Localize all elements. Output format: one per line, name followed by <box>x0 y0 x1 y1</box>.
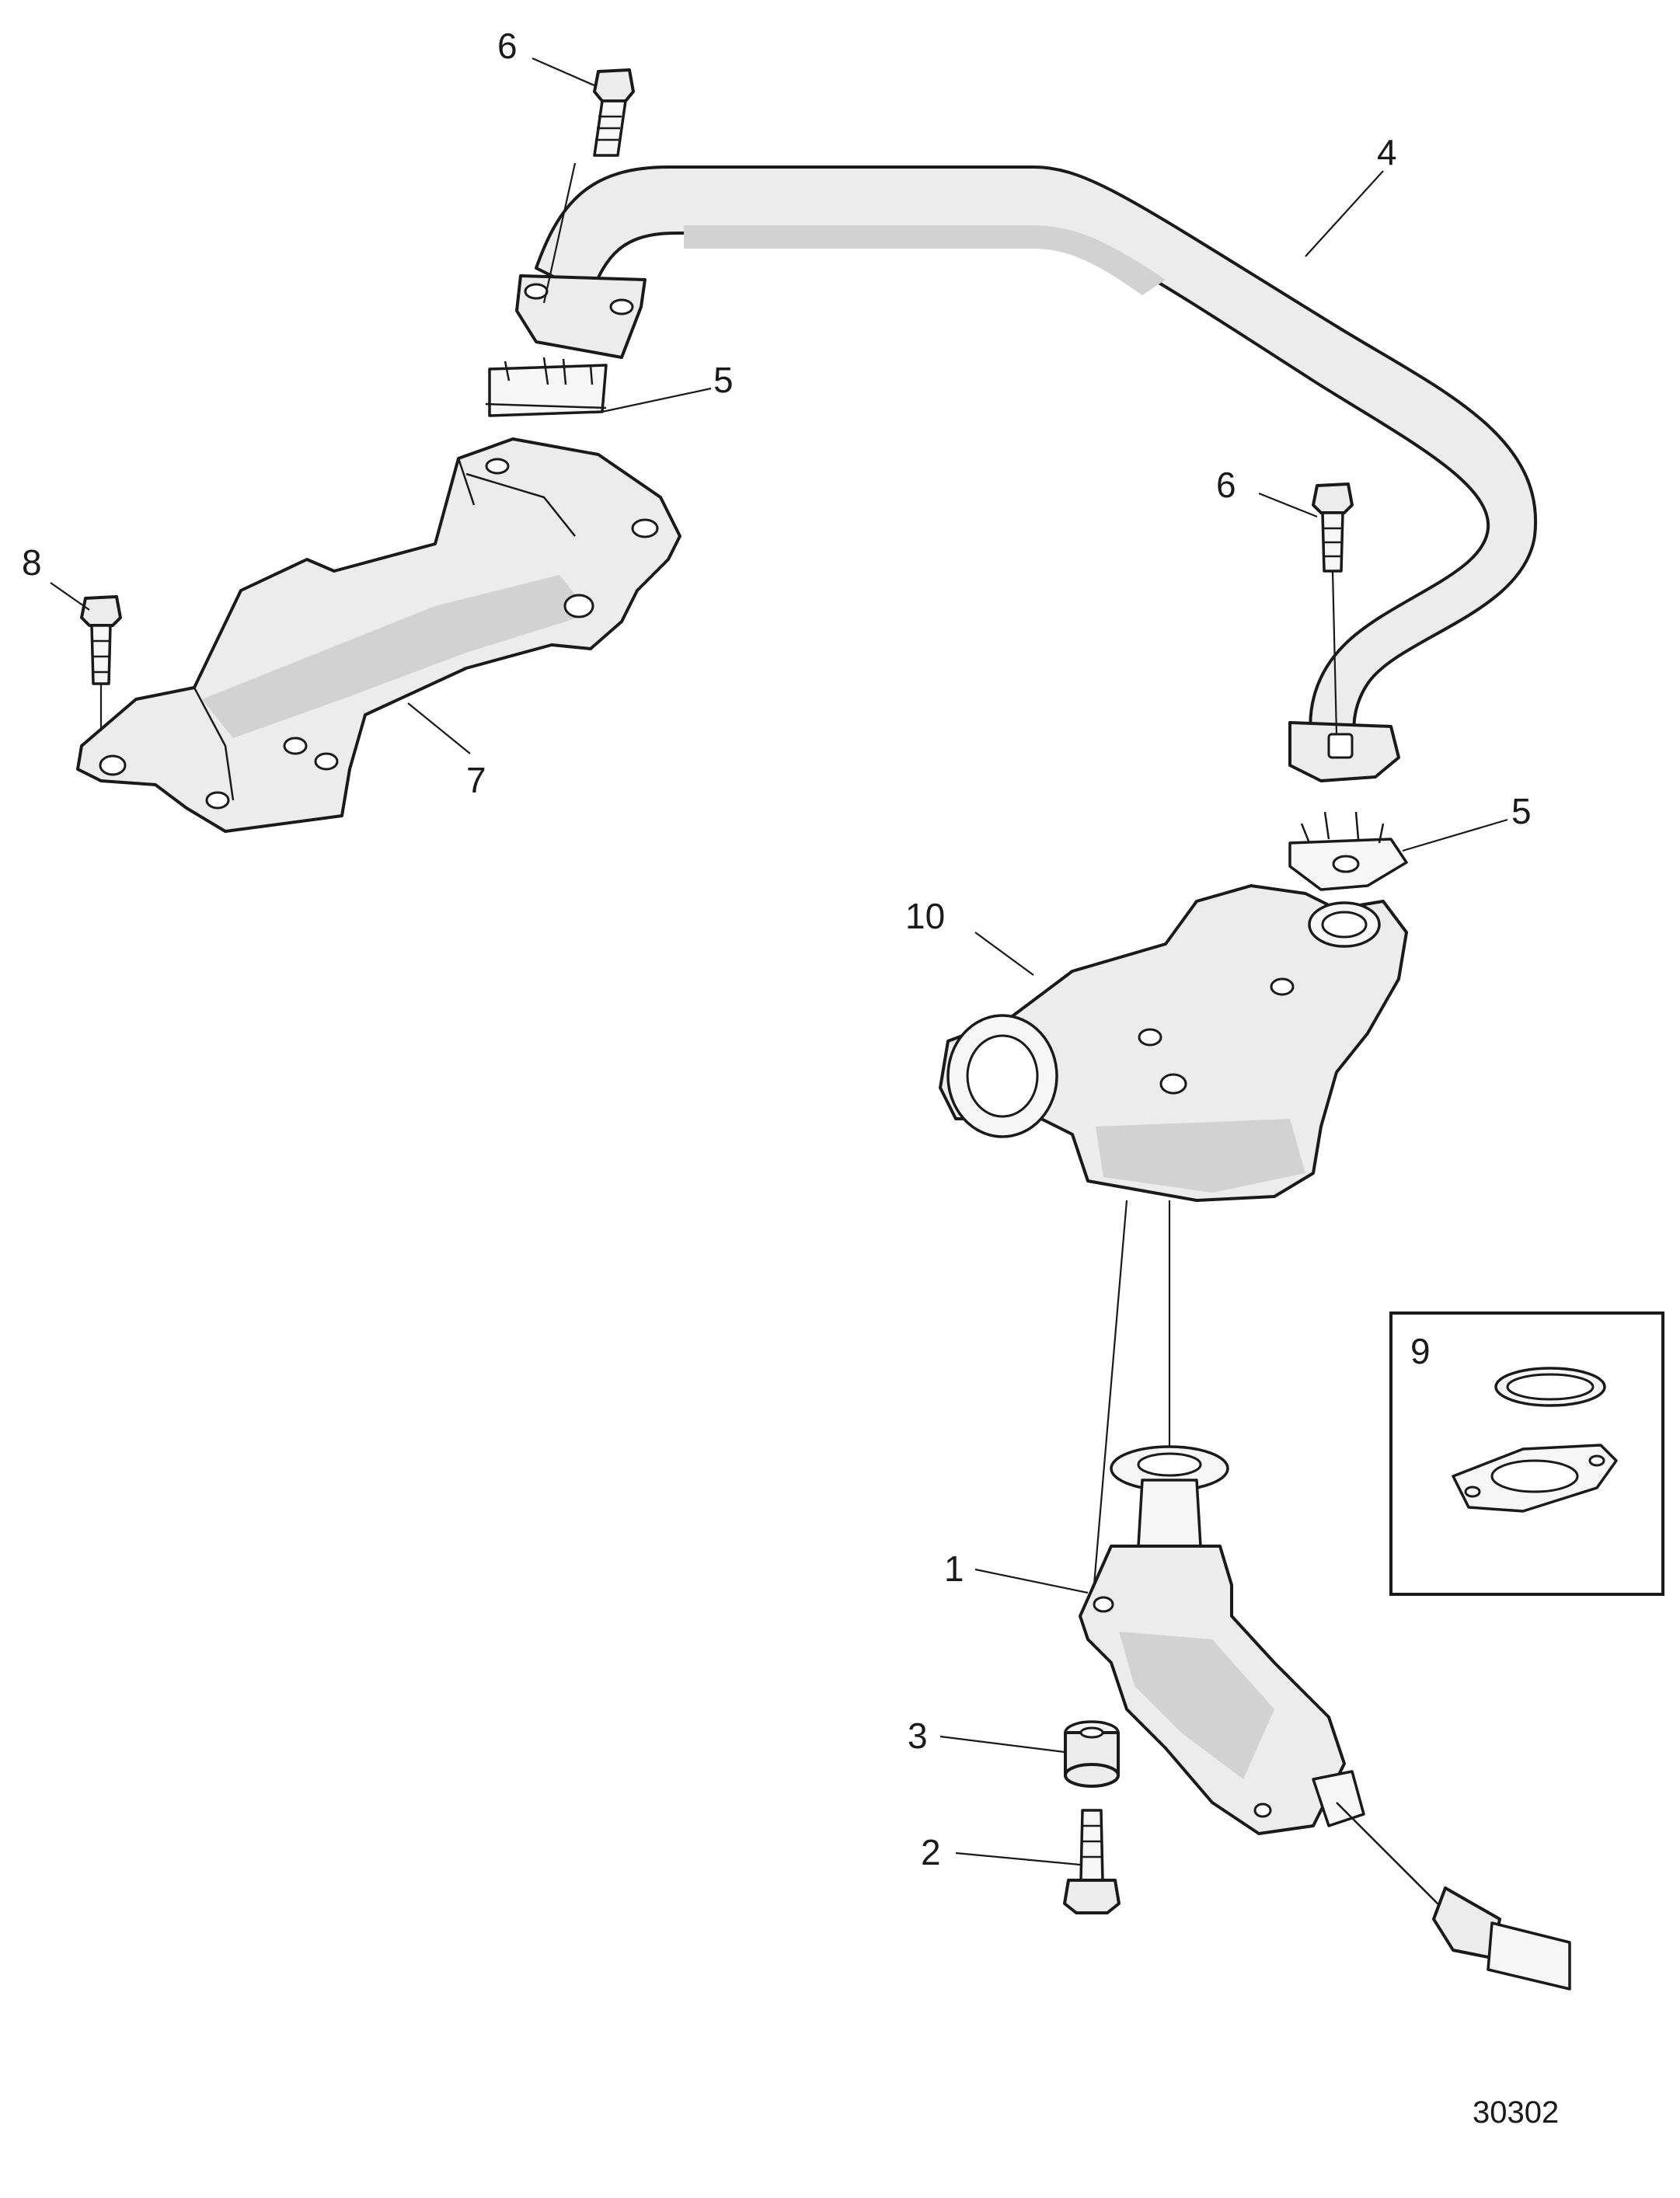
callout-6-upper: 6 <box>497 26 518 66</box>
leader-10 <box>974 932 1034 976</box>
leader-5-upper <box>601 387 712 413</box>
leader-6-lower <box>1258 492 1318 518</box>
leader-3 <box>939 1735 1065 1754</box>
egr-valve-part-1 <box>1079 1445 1571 1991</box>
leader-7 <box>407 702 471 754</box>
bolt-part-2 <box>1063 1809 1121 1914</box>
callout-4: 4 <box>1377 132 1397 172</box>
leader-5-lower <box>1402 818 1508 852</box>
callout-6-lower: 6 <box>1216 465 1236 505</box>
callout-2: 2 <box>921 1832 941 1872</box>
gasket-clip-part-5-lower <box>1288 811 1408 891</box>
gasket-clip-part-5-upper <box>485 357 608 417</box>
leader-6-upper <box>532 57 595 87</box>
bolt-part-6-lower <box>1312 482 1354 735</box>
leader-8 <box>50 582 90 611</box>
callout-3: 3 <box>908 1716 928 1756</box>
callout-5-upper: 5 <box>713 360 734 400</box>
leader-4 <box>1305 170 1384 257</box>
turbo-housing-part-10 <box>939 884 1408 1613</box>
leader-lines <box>50 57 1508 1866</box>
figure-number: 30302 <box>1473 2095 1559 2130</box>
bolt-part-8 <box>80 595 122 746</box>
leader-2 <box>955 1851 1081 1866</box>
callout-1: 1 <box>944 1548 964 1589</box>
bolt-part-6-upper <box>542 68 635 304</box>
callout-labels: 6 4 5 6 8 7 5 10 9 1 3 2 <box>22 26 1532 1872</box>
callout-5-lower: 5 <box>1511 791 1532 831</box>
leader-1 <box>974 1568 1089 1594</box>
callout-9: 9 <box>1410 1331 1431 1371</box>
callout-8: 8 <box>22 542 42 583</box>
callout-10: 10 <box>905 896 945 936</box>
callout-7: 7 <box>466 760 486 800</box>
spacer-part-3 <box>1064 1720 1120 1788</box>
exhaust-pipe-part-4 <box>515 165 1538 782</box>
exhaust-manifold-part-7 <box>76 437 681 833</box>
gasket-kit-part-9 <box>1389 1311 1664 1596</box>
